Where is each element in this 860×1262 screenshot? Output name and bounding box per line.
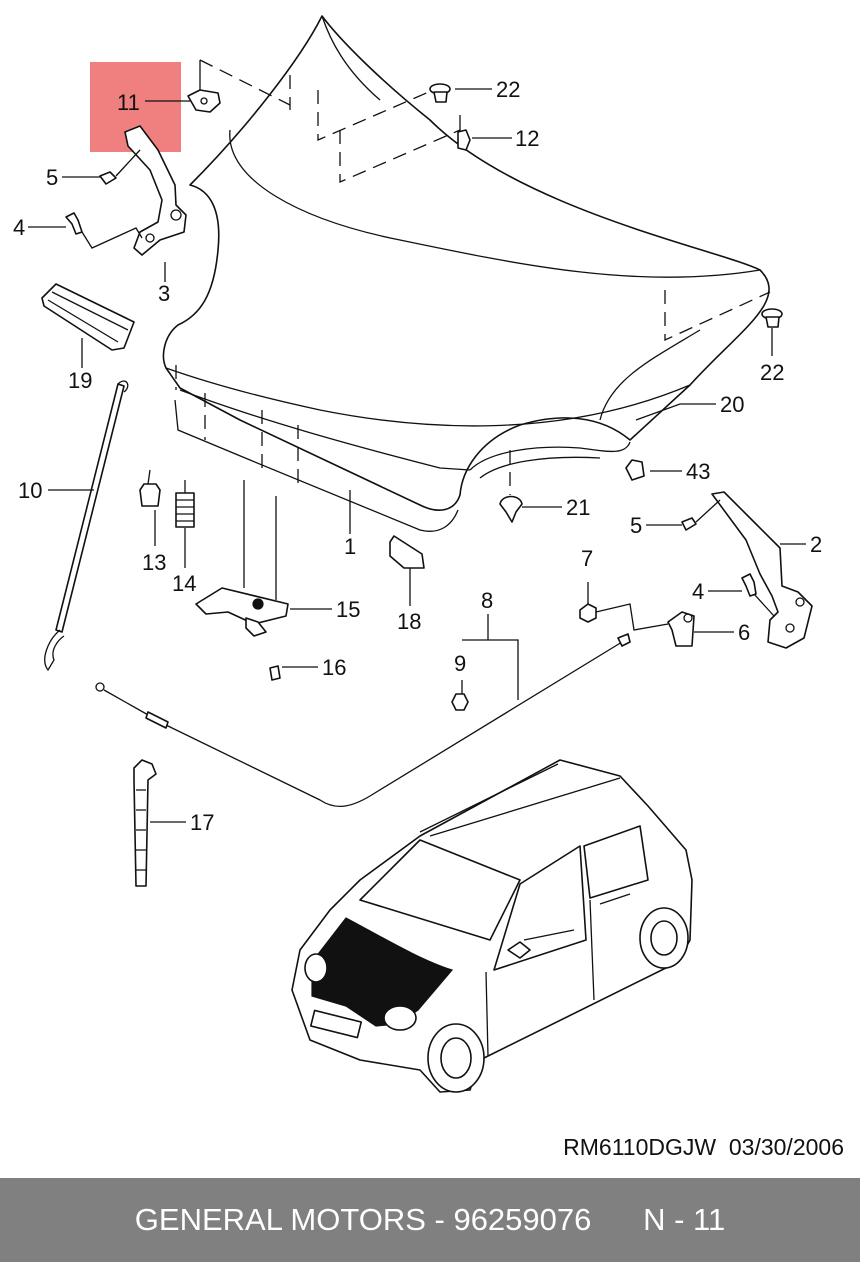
callout-17: 17	[190, 810, 214, 835]
hood-panel	[162, 15, 770, 532]
footer-brand: GENERAL MOTORS	[134, 1202, 426, 1237]
part-6-release-handle	[667, 611, 695, 647]
part-4-bolt-right	[741, 573, 775, 617]
part-8-release-cable	[95, 633, 631, 807]
callout-8: 8	[481, 588, 493, 613]
callout-3: 3	[158, 281, 170, 306]
diagram-date: 03/30/2006	[728, 1134, 844, 1160]
part-7-nut	[579, 603, 669, 631]
part-13-bumper	[139, 469, 161, 507]
part-16-bolt	[269, 665, 281, 681]
part-5-bolt-left	[99, 149, 141, 185]
callout-11: 11	[117, 90, 140, 115]
footer-part-number: 96259076	[453, 1202, 592, 1237]
part-43-grommet	[625, 459, 645, 481]
leader-lines	[28, 88, 806, 823]
callout-19: 19	[68, 368, 92, 393]
part-10-prop-rod	[44, 380, 129, 672]
part-18-pad	[389, 535, 425, 569]
part-17-cable-tie	[133, 759, 157, 887]
callout-1: 1	[344, 534, 356, 559]
part-2-right-hinge	[711, 491, 813, 649]
part-22-plug-right	[761, 308, 783, 328]
callout-13: 13	[142, 550, 166, 575]
diagram-reference: RM6110DGJW 03/30/2006	[563, 1134, 844, 1161]
part-5-bolt-right	[681, 499, 721, 531]
callout-labels: 11 22 12 5 4 3 19 22 20 10 43 21 5 2 13 …	[13, 77, 822, 835]
part-14-adjust-bumper	[175, 480, 195, 528]
callout-10: 10	[18, 478, 42, 503]
car-illustration	[291, 759, 693, 1093]
diagram-code: RM6110DGJW	[563, 1134, 717, 1160]
part-15-hood-latch	[195, 480, 289, 637]
callout-6: 6	[738, 620, 750, 645]
callout-5-right: 5	[630, 513, 642, 538]
callout-7: 7	[581, 546, 593, 571]
callout-22-top: 22	[496, 77, 520, 102]
callout-16: 16	[322, 655, 346, 680]
callout-2: 2	[810, 532, 822, 557]
callout-14: 14	[172, 571, 196, 596]
callout-15: 15	[336, 597, 360, 622]
callout-20: 20	[720, 392, 744, 417]
part-3-left-hinge	[124, 125, 187, 256]
callout-5-left: 5	[46, 165, 58, 190]
callout-22-right: 22	[760, 360, 784, 385]
callout-4-right: 4	[692, 579, 704, 604]
part-4-bolt-left	[65, 212, 143, 249]
hood-parts-diagram: 11 22 12 5 4 3 19 22 20 10 43 21 5 2 13 …	[13, 15, 822, 1093]
footer-bar: GENERAL MOTORS - 96259076 N - 11	[0, 1178, 860, 1262]
footer-page: N - 11	[643, 1202, 726, 1237]
part-19-seal-strip	[41, 283, 135, 351]
callout-9: 9	[454, 651, 466, 676]
callout-43: 43	[686, 459, 710, 484]
callout-12: 12	[515, 126, 539, 151]
part-11-clip	[187, 60, 221, 113]
callout-18: 18	[397, 609, 421, 634]
part-9-grommet	[451, 693, 469, 711]
footer-text: GENERAL MOTORS - 96259076 N - 11	[134, 1202, 726, 1237]
part-22-plug-top	[429, 83, 451, 103]
callout-4-left: 4	[13, 215, 25, 240]
callout-21: 21	[566, 495, 590, 520]
part-21-clip	[499, 495, 523, 523]
part-12-clip	[457, 115, 471, 151]
